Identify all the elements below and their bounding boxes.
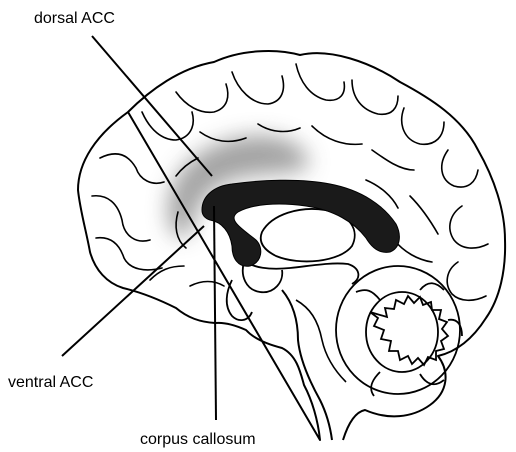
dorsal-acc-label: dorsal ACC [34, 10, 115, 28]
corpus-callosum-pointer [214, 206, 216, 420]
cerebellum [336, 266, 462, 396]
corpus-callosum-label: corpus callosum [140, 431, 256, 449]
ventral-acc-label: ventral ACC [8, 374, 93, 392]
ventral-acc-pointer [62, 226, 204, 356]
corpus-callosum-shape [202, 180, 399, 266]
